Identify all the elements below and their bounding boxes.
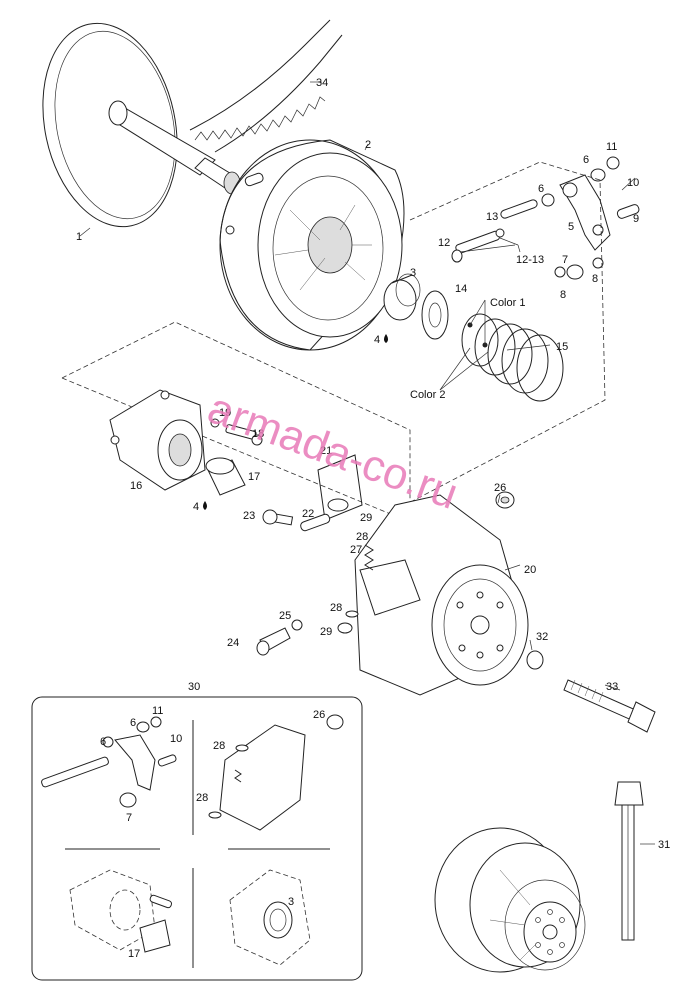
callout-5: 5: [568, 221, 574, 233]
callout-9: 9: [633, 213, 639, 225]
inset-callout-26: 26: [313, 709, 325, 721]
spring-part-15: [461, 313, 564, 402]
callout-32: 32: [536, 631, 548, 643]
inset-callout-6a: 6: [130, 717, 136, 729]
bolt-part-33: [563, 679, 656, 733]
inset-sheave-sketch: [229, 869, 311, 966]
inset-spider-sketch: [69, 869, 173, 953]
callout-12: 12: [438, 237, 450, 249]
inset-box-part-30: [31, 696, 363, 981]
clip-part-28: [345, 610, 359, 618]
fixed-sheave-part: [42, 22, 241, 228]
callout-4a: 4: [374, 334, 380, 346]
washer-part-25: [291, 619, 303, 631]
callout-14: 14: [455, 283, 467, 295]
bushing-part-29: [337, 622, 353, 634]
callout-labels: 1 2 3 4 4 5 6 6 7 8 8 9 10 11 12 13 12-1…: [76, 77, 670, 960]
callout-31: 31: [658, 839, 670, 851]
inset-callout-3: 3: [288, 896, 294, 908]
inset-callout-17: 17: [128, 948, 140, 960]
leader-lines: [79, 81, 655, 845]
movable-sheave-part: [219, 139, 405, 351]
callout-20: 20: [524, 564, 536, 576]
screw-part-18: [225, 424, 263, 446]
callout-11: 11: [606, 141, 617, 153]
callout-16: 16: [130, 480, 142, 492]
callout-21: 21: [320, 445, 332, 457]
callout-33: 33: [606, 681, 618, 693]
inset-callout-11: 11: [152, 705, 163, 717]
callout-10: 10: [627, 177, 639, 189]
callout-8b: 8: [592, 273, 598, 285]
callout-color-1: Color 1: [490, 297, 525, 309]
callout-28a: 28: [356, 531, 368, 543]
callout-22: 22: [302, 508, 314, 520]
callout-15: 15: [556, 341, 568, 353]
callout-23: 23: [243, 510, 255, 522]
callout-6b: 6: [538, 183, 544, 195]
callout-34: 34: [316, 77, 328, 89]
callout-26: 26: [494, 482, 506, 494]
washer-part-14: [421, 290, 449, 340]
sheave-alternate-view: [434, 827, 586, 973]
assembly-outline: [61, 161, 606, 521]
inset-callout-28a: 28: [213, 740, 225, 752]
callout-8a: 8: [560, 289, 566, 301]
shaft-part-21: [317, 454, 363, 521]
bolt-part-31: [614, 781, 644, 941]
callout-1: 1: [76, 231, 82, 243]
callout-2: 2: [365, 139, 371, 151]
oil-drop-icon: [203, 334, 388, 510]
screw-part-23: [262, 509, 294, 526]
inset-callout-28b: 28: [196, 792, 208, 804]
inset-callout-7: 7: [126, 812, 132, 824]
washer-part-19: [210, 418, 220, 428]
callout-4b: 4: [193, 501, 199, 513]
callout-19: 19: [219, 407, 231, 419]
callout-28b: 28: [330, 602, 342, 614]
callout-12-13: 12-13: [516, 254, 544, 266]
callout-color-2: Color 2: [410, 389, 445, 401]
drive-belt-part: [189, 19, 343, 153]
callout-25: 25: [279, 610, 291, 622]
bushing-part-3: [383, 273, 421, 321]
callout-29b: 29: [320, 626, 332, 638]
callout-29a: 29: [360, 512, 372, 524]
washer-part-32: [526, 650, 544, 670]
inset-cup-sketch: [208, 714, 344, 831]
callout-30: 30: [188, 681, 200, 693]
screw-part-24: [256, 627, 291, 656]
callout-13: 13: [486, 211, 498, 223]
callout-7: 7: [562, 254, 568, 266]
callout-6a: 6: [583, 154, 589, 166]
callout-27: 27: [350, 544, 362, 556]
spring-part-27: [364, 544, 374, 571]
pin-part-22: [300, 513, 331, 532]
governor-cup-part-20: [354, 494, 529, 696]
spider-part-16: [109, 389, 206, 491]
inset-callout-6b: 6: [100, 736, 106, 748]
callout-17: 17: [248, 471, 260, 483]
callout-24: 24: [227, 637, 239, 649]
callout-3: 3: [410, 267, 416, 279]
roller-arm-cluster: [451, 156, 640, 280]
callout-18: 18: [252, 428, 264, 440]
inset-roller-arm-sketch: [41, 716, 177, 808]
bushing-part-17: [205, 457, 246, 496]
inset-callout-10: 10: [170, 733, 182, 745]
